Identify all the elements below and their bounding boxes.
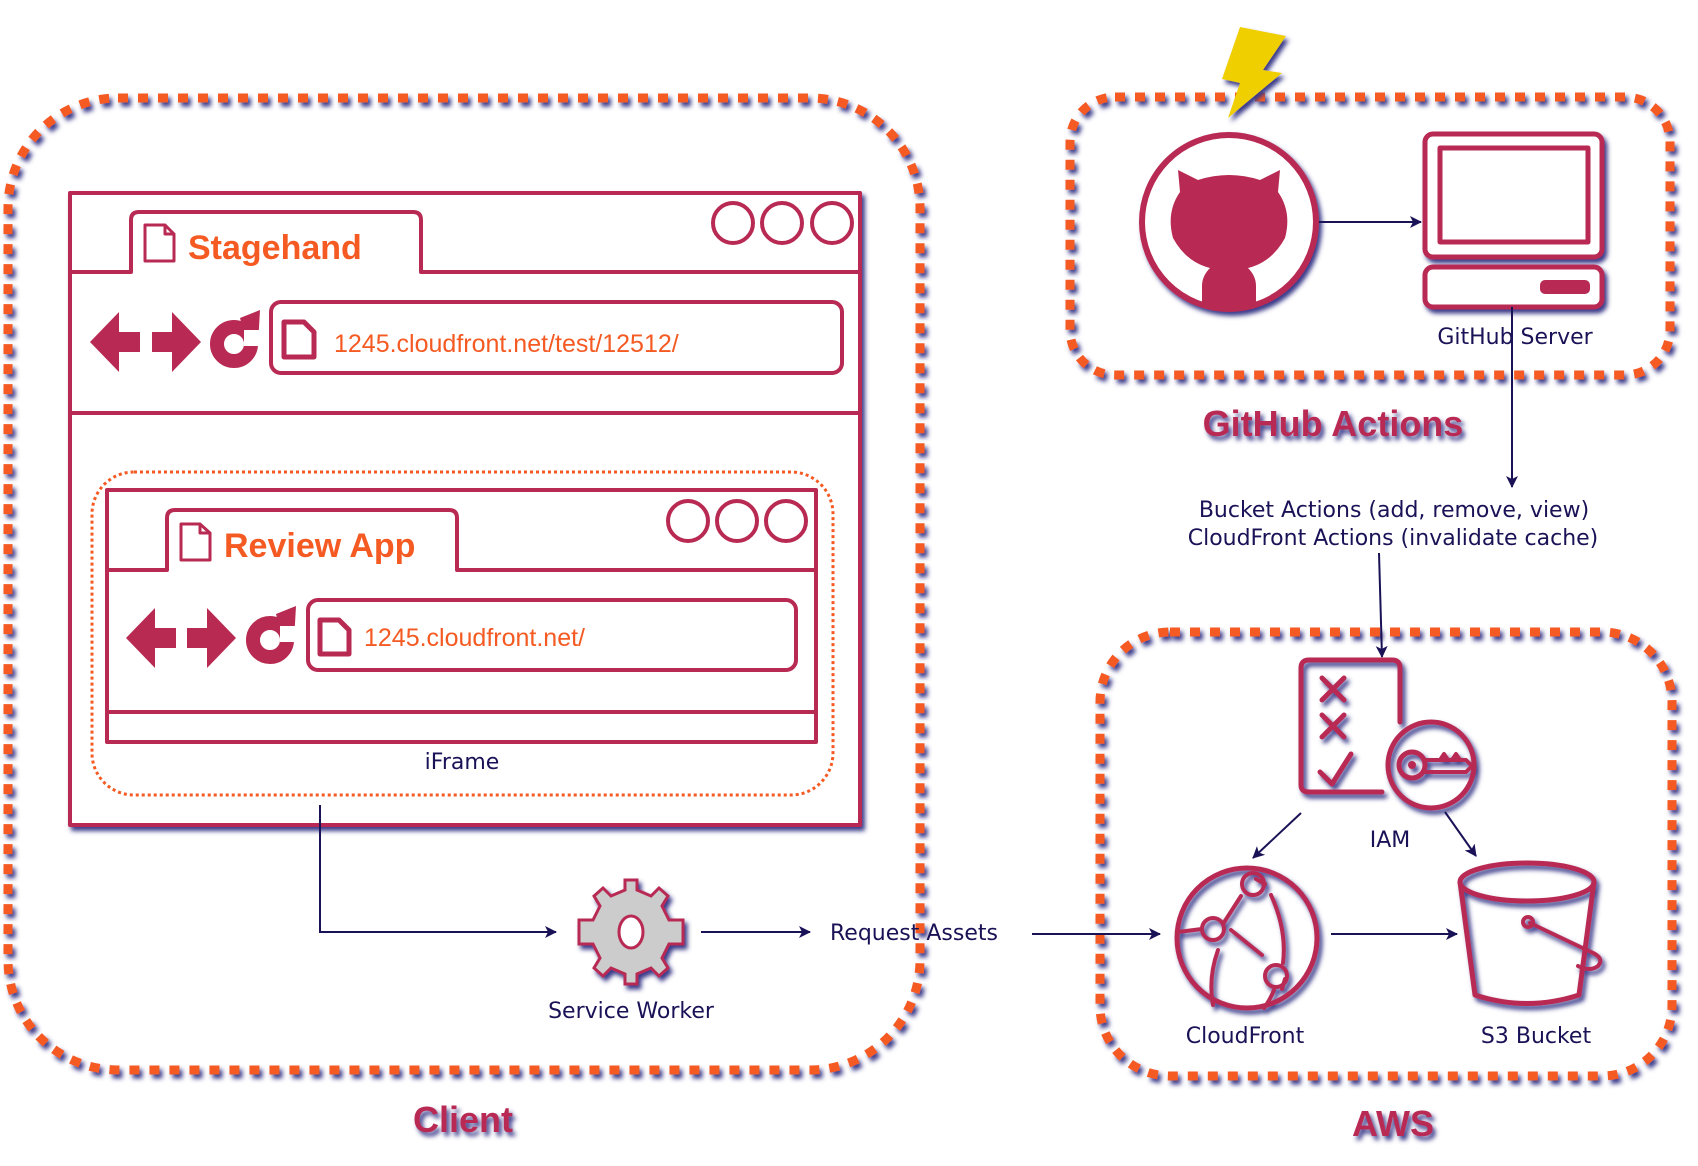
edge-iframe-to-service-worker — [319, 805, 557, 938]
window-control-circle[interactable] — [711, 201, 755, 245]
s3-bucket-icon — [1457, 860, 1603, 1006]
forward-arrow-icon[interactable] — [152, 312, 201, 372]
stagehand-tab-title[interactable]: Stagehand — [188, 229, 362, 267]
github-server-label: GitHub Server — [1437, 325, 1593, 350]
window-control-circle[interactable] — [666, 499, 710, 543]
document-icon — [143, 223, 176, 263]
aws-group-label: AWS — [1352, 1103, 1434, 1144]
window-control-circle[interactable] — [810, 201, 854, 245]
review-app-url[interactable]: 1245.cloudfront.net/ — [364, 624, 585, 652]
stagehand-url[interactable]: 1245.cloudfront.net/test/12512/ — [334, 330, 679, 358]
stagehand-address-bar[interactable] — [269, 300, 844, 375]
window-control-circle[interactable] — [760, 201, 804, 245]
lightning-icon — [1222, 27, 1286, 118]
request-assets-label: Request Assets — [830, 921, 998, 946]
github-octocat-icon — [1139, 132, 1319, 312]
actions-note-line1: Bucket Actions (add, remove, view) — [1199, 498, 1589, 523]
document-icon — [317, 617, 352, 657]
client-group-label: Client — [413, 1099, 513, 1140]
cloudfront-label: CloudFront — [1186, 1024, 1305, 1049]
github-actions-group-label: GitHub Actions — [1203, 403, 1464, 444]
edge-actions-to-iam — [1375, 552, 1388, 658]
edge-iam-to-s3 — [1444, 811, 1477, 857]
back-arrow-icon[interactable] — [90, 312, 140, 372]
window-control-circle[interactable] — [715, 499, 759, 543]
gear-icon — [577, 878, 685, 986]
iframe-label: iFrame — [425, 750, 500, 775]
iam-label: IAM — [1370, 828, 1411, 853]
review-app-window: Review App 1245.cloudfront.net/ — [105, 488, 818, 744]
aws-group-box — [1095, 627, 1677, 1081]
document-icon — [179, 522, 212, 562]
review-app-tab-title[interactable]: Review App — [224, 527, 415, 565]
iam-policy-key-icon — [1298, 657, 1477, 811]
actions-note-line2: CloudFront Actions (invalidate cache) — [1188, 526, 1599, 551]
window-control-circle[interactable] — [764, 499, 808, 543]
iframe-container — [90, 470, 835, 797]
cloudfront-globe-icon — [1174, 865, 1320, 1011]
reload-icon[interactable] — [246, 606, 296, 664]
client-group-box — [3, 93, 925, 1075]
window-controls — [711, 201, 854, 245]
service-worker-label: Service Worker — [548, 999, 715, 1024]
s3-bucket-label: S3 Bucket — [1481, 1024, 1592, 1049]
reload-icon[interactable] — [210, 310, 260, 368]
review-app-address-bar[interactable] — [306, 598, 798, 672]
computer-icon — [1422, 131, 1605, 310]
document-icon — [281, 319, 317, 360]
back-arrow-icon[interactable] — [126, 608, 176, 668]
edge-iam-to-cloudfront — [1252, 812, 1302, 859]
forward-arrow-icon[interactable] — [187, 608, 236, 668]
